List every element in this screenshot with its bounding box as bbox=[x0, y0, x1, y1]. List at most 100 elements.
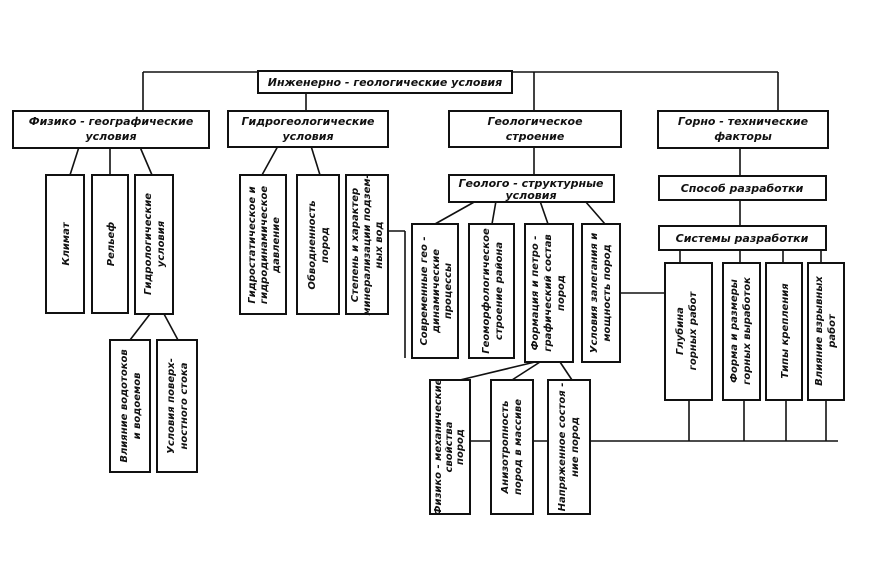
node-label-dev-systems: Системы разработки bbox=[676, 232, 809, 245]
connector-line bbox=[139, 146, 153, 176]
node-label-cat-physgeo-0: Физико - географические bbox=[29, 115, 194, 128]
node-development-method: Способ разработки bbox=[658, 175, 827, 201]
node-geomorphology: Геоморфологическое строение района bbox=[468, 223, 515, 359]
category-physico-geographic: Физико - географические условия bbox=[12, 110, 210, 149]
node-label-shape-size-0: Форма и размеры bbox=[729, 279, 740, 383]
node-label-anisotropy-1: пород в массиве bbox=[513, 399, 524, 495]
node-hydrologic-conditions: Гидрологические условия bbox=[134, 174, 174, 315]
node-box bbox=[227, 110, 389, 148]
node-box bbox=[664, 262, 713, 401]
node-label-geostructural-0: Геолого - структурные bbox=[458, 177, 604, 190]
node-box bbox=[807, 262, 845, 401]
connector-line bbox=[163, 313, 179, 341]
node-label-geodynamic-0: Современные гео - bbox=[419, 236, 430, 345]
node-label-hydrostatic-pressure-1: гидродинамическое bbox=[259, 186, 270, 304]
node-climate: Климат bbox=[45, 174, 85, 314]
node-box bbox=[658, 225, 827, 251]
node-label-cat-hydro-1: условия bbox=[282, 130, 333, 143]
node-label-depth-0: Глубина bbox=[674, 307, 686, 355]
node-label-physmech-0: Физико - механические bbox=[433, 378, 444, 515]
connector-line bbox=[459, 361, 536, 381]
node-box bbox=[134, 174, 174, 315]
node-development-systems: Системы разработки bbox=[658, 225, 827, 251]
connector-line bbox=[559, 361, 573, 381]
node-box bbox=[109, 339, 151, 473]
connector-line bbox=[491, 200, 497, 225]
node-label-geodynamic-1: динамические bbox=[431, 249, 442, 334]
node-mining-depth: Глубина горных работ bbox=[664, 262, 713, 401]
node-physico-mechanical: Физико - механические свойства пород bbox=[429, 378, 471, 515]
node-label-cat-geo-1: строение bbox=[506, 130, 565, 143]
node-relief: Рельеф bbox=[91, 174, 129, 314]
node-shape-size: Форма и размеры горных выработок bbox=[722, 262, 761, 401]
node-label-relief: Рельеф bbox=[105, 222, 117, 267]
node-label-bedding-1: мощность пород bbox=[602, 244, 613, 341]
node-box bbox=[156, 339, 198, 473]
node-hydrostatic-pressure: Гидростатическое и гидродинамическое дав… bbox=[239, 174, 287, 315]
node-box bbox=[257, 70, 513, 94]
node-label-mineralization-1: минерализации подзем- bbox=[362, 174, 373, 315]
node-label-cat-mining-0: Горно - технические bbox=[678, 115, 809, 128]
connector-line bbox=[261, 145, 279, 176]
node-mineralization: Степень и характер минерализации подзем-… bbox=[345, 174, 389, 316]
connector-line bbox=[584, 200, 606, 225]
node-label-geomorph-0: Геоморфологическое bbox=[480, 228, 492, 354]
node-label-stress-state-1: ние пород bbox=[570, 417, 581, 477]
node-box bbox=[45, 174, 85, 314]
node-box bbox=[296, 174, 340, 315]
node-box bbox=[547, 379, 591, 515]
node-box bbox=[345, 174, 389, 315]
node-label-formation-2: пород bbox=[556, 275, 567, 311]
connector-line bbox=[511, 361, 541, 381]
connector-line bbox=[310, 145, 321, 176]
node-label-water-influence-1: и водоемов bbox=[132, 373, 143, 440]
node-box bbox=[12, 110, 210, 149]
node-label-physmech-1: свойства bbox=[444, 421, 455, 472]
node-box bbox=[411, 223, 459, 359]
node-label-surface-runoff-0: Условия поверх- bbox=[166, 358, 177, 454]
node-label-blasting-0: Влияние взрывных bbox=[814, 276, 825, 386]
node-label-cat-hydro-0: Гидрогеологические bbox=[241, 115, 375, 128]
node-box bbox=[429, 379, 471, 515]
node-label-hydrostatic-pressure-2: давление bbox=[271, 217, 282, 274]
node-label-mineralization-0: Степень и характер bbox=[350, 188, 361, 302]
node-water-content: Обводненность пород bbox=[296, 174, 340, 315]
node-box bbox=[658, 175, 827, 201]
node-label-hydrologic-0: Гидрологические bbox=[143, 193, 154, 295]
node-label-cat-physgeo-1: условия bbox=[85, 130, 136, 143]
node-geodynamic-processes: Современные гео - динамические процессы bbox=[411, 223, 459, 359]
node-box bbox=[91, 174, 129, 314]
root-label: Инженерно - геологические условия bbox=[268, 76, 502, 89]
node-label-blasting-1: работ bbox=[826, 313, 838, 349]
node-label-formation-1: графический состав bbox=[542, 234, 554, 352]
node-label-water-influence-0: Влияние водотоков bbox=[119, 349, 130, 462]
category-mining-technical: Горно - технические факторы bbox=[657, 110, 829, 149]
connector-line bbox=[129, 313, 151, 341]
node-blasting-influence: Влияние взрывных работ bbox=[807, 262, 845, 401]
node-label-support-types: Типы крепления bbox=[780, 283, 791, 379]
node-label-geodynamic-2: процессы bbox=[443, 263, 454, 319]
node-label-dev-method: Способ разработки bbox=[681, 182, 804, 195]
node-box bbox=[468, 223, 515, 359]
node-label-depth-1: горных работ bbox=[687, 290, 699, 370]
node-bedding-conditions: Условия залегания и мощность пород bbox=[581, 223, 621, 363]
connector-line bbox=[69, 146, 80, 176]
node-label-geostructural-1: условия bbox=[505, 189, 556, 202]
connector-lines bbox=[69, 71, 838, 442]
node-box bbox=[490, 379, 534, 515]
connector-line bbox=[434, 200, 477, 225]
category-hydrogeological: Гидрогеологические условия bbox=[227, 110, 389, 148]
node-label-bedding-0: Условия залегания и bbox=[589, 233, 600, 354]
node-label-physmech-2: пород bbox=[455, 429, 466, 465]
node-surface-runoff: Условия поверх- ностного стока bbox=[156, 339, 198, 473]
node-box bbox=[765, 262, 803, 401]
node-label-geomorph-1: строение района bbox=[494, 242, 505, 340]
node-stress-state: Напряженное состоя - ние пород bbox=[547, 379, 591, 515]
node-box bbox=[239, 174, 287, 315]
category-geological-structure: Геологическое строение bbox=[448, 110, 622, 148]
node-label-anisotropy-0: Анизотропность bbox=[500, 401, 511, 495]
node-label-surface-runoff-1: ностного стока bbox=[179, 362, 190, 449]
node-box bbox=[581, 223, 621, 363]
node-label-mineralization-2: ных вод bbox=[374, 221, 385, 268]
